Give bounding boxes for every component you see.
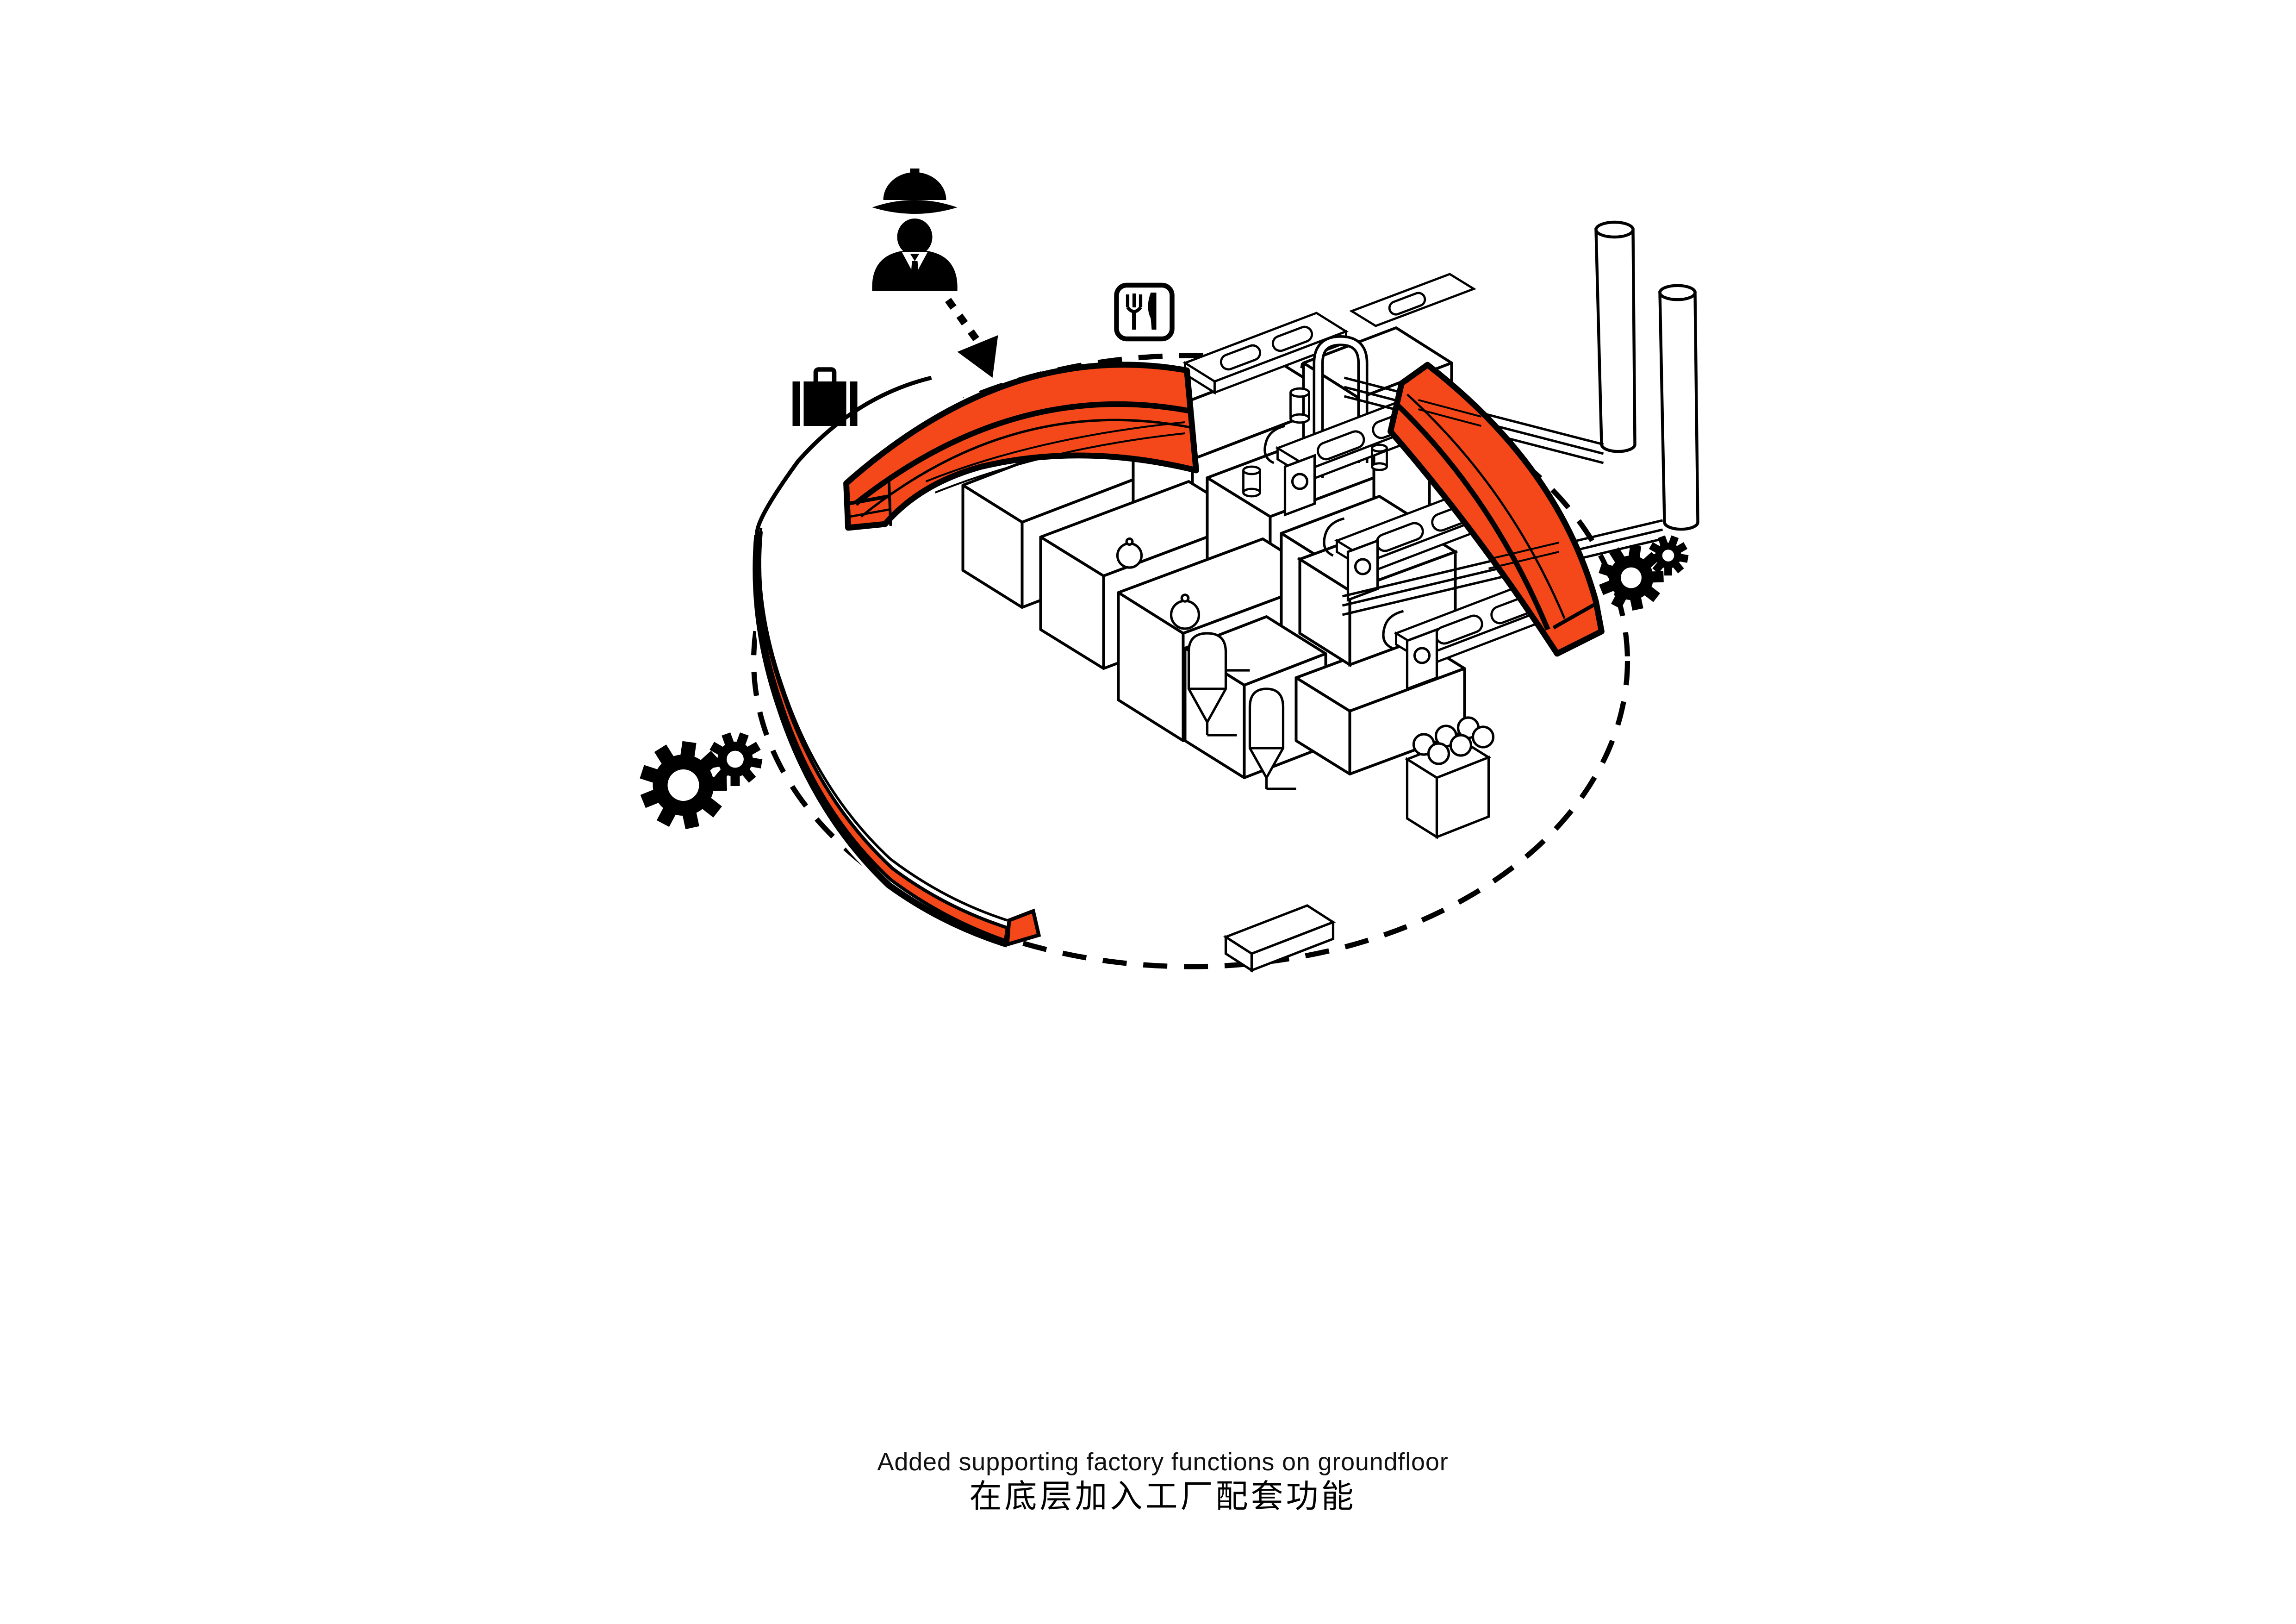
groundfloor-strip-lower-left (753, 531, 1041, 948)
dashed-arrow-icon (945, 298, 998, 378)
briefcase-icon (792, 367, 858, 426)
caption-english: Added supporting factory functions on gr… (877, 1448, 1449, 1476)
bottle-crate (1404, 716, 1495, 839)
added-groundfloor-band-top-left (843, 362, 1199, 531)
gears-icon-right (1599, 535, 1689, 611)
added-groundfloor-band-right (1388, 362, 1605, 657)
fork-and-knife-restaurant-icon (1114, 282, 1175, 342)
chimneys (1594, 220, 1699, 531)
gears-icon-left (640, 732, 763, 830)
engineer-with-hardhat-icon (872, 169, 958, 291)
caption-chinese: 在底层加入工厂配套功能 (970, 1478, 1356, 1514)
strip-end-cap (1005, 908, 1041, 947)
site-boundary-ellipse (751, 353, 1630, 969)
